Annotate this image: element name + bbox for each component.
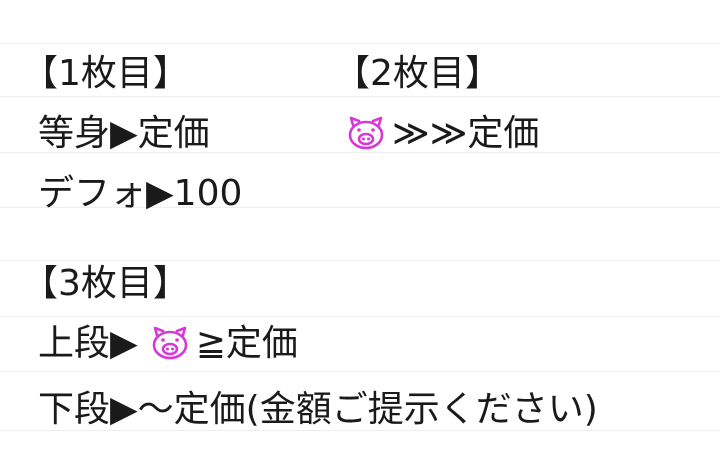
section2-line1: ≫≫定価 (346, 112, 539, 156)
rule-line (0, 260, 720, 261)
rule-line (0, 96, 720, 97)
section1-line2: デフォ▶100 (38, 173, 243, 214)
rule-line (0, 430, 720, 431)
rule-line (0, 207, 720, 208)
section2-header: 【2枚目】 (334, 53, 501, 94)
section2-line1-text: ≫≫定価 (392, 113, 540, 154)
section3-header: 【3枚目】 (22, 263, 189, 304)
rule-line (0, 316, 720, 317)
rule-line (0, 43, 720, 44)
section1-line1: 等身▶定価 (38, 113, 210, 154)
section3-line1-suffix: ≧定価 (195, 323, 298, 364)
rule-line (0, 152, 720, 153)
section3-line1: 上段▶ ≧定価 (38, 322, 298, 366)
pig-face-icon (346, 116, 386, 152)
pig-face-icon (150, 326, 190, 362)
rule-line (0, 371, 720, 372)
section3-line2: 下段▶〜定価(金額ご提示ください) (38, 389, 598, 430)
section1-header: 【1枚目】 (22, 53, 189, 94)
section3-line1-prefix: 上段▶ (38, 323, 138, 364)
